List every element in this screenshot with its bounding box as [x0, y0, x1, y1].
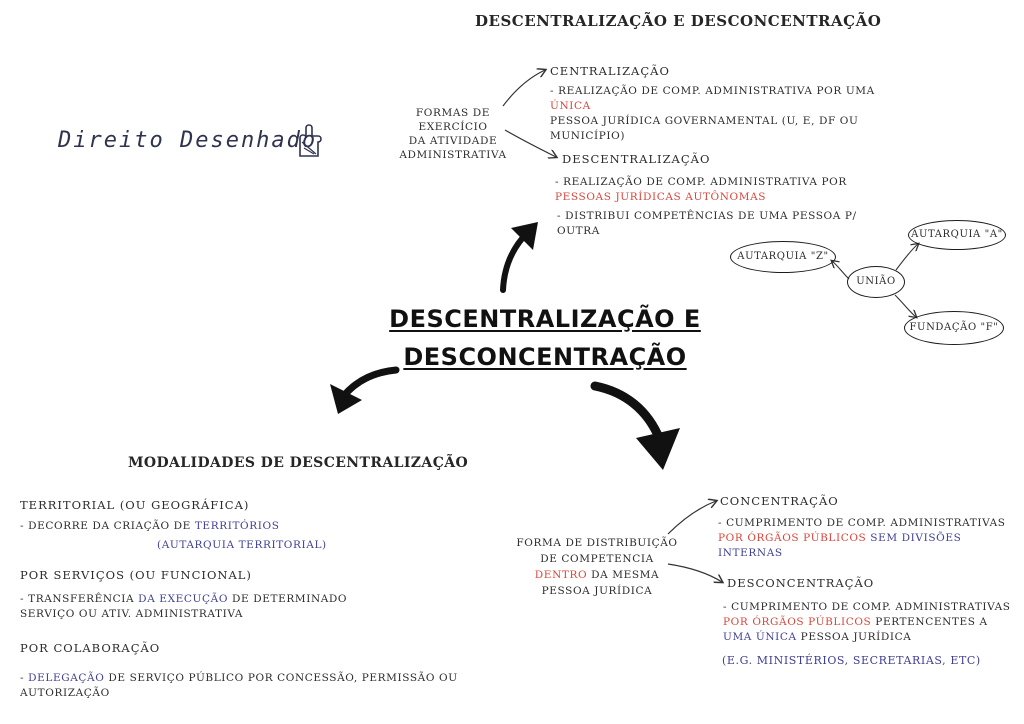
forma-dist-line1: FORMA DE DISTRIBUIÇÃO — [516, 537, 678, 549]
pencil-hand-icon — [292, 122, 326, 166]
centralizacao-highlight: ÚNICA — [550, 100, 591, 112]
concentracao-highlight: POR ÓRGÃOS PÚBLICOS — [718, 532, 867, 544]
concentracao-desc: - CUMPRIMENTO DE COMP. ADMINISTRATIVAS P… — [718, 516, 1018, 561]
big-arrow-up — [500, 222, 538, 293]
desconcentracao-highlight2: UMA ÚNICA — [723, 631, 797, 643]
forma-dist-line3-text: DA MESMA — [587, 569, 660, 581]
desconcentracao-highlight: POR ÓRGÃOS PÚBLICOS — [723, 616, 872, 628]
colaboracao-desc-text: - — [20, 672, 29, 684]
uniao-to-a — [895, 244, 918, 271]
forma-dist-line2: DE COMPETENCIA — [540, 553, 654, 565]
node-uniao: UNIÃO — [847, 266, 905, 298]
brand-logo-text: Direito Desenhado — [58, 128, 318, 153]
concentracao-desc-text2: SEM DIVISÕES INTERNAS — [718, 532, 962, 559]
big-arrow-left — [330, 366, 400, 414]
territorial-highlight: TERRITÓRIOS — [194, 520, 280, 532]
colaboracao-desc: - DELEGAÇÃO DE SERVIÇO PÚBLICO POR CONCE… — [20, 671, 460, 701]
colaboracao-highlight: DELEGAÇÃO — [28, 672, 105, 684]
desconcentracao-desc-text: - CUMPRIMENTO DE COMP. ADMINISTRATIVAS — [723, 601, 1011, 613]
descentralizacao-desc2: - DISTRIBUI COMPETÊNCIAS DE UMA PESSOA P… — [557, 210, 857, 237]
forma-distribuicao-label: FORMA DE DISTRIBUIÇÃO DE COMPETENCIA DEN… — [512, 535, 682, 599]
territorial-note: (AUTARQUIA TERRITORIAL) — [157, 539, 327, 551]
arrow-to-desconcentracao — [667, 563, 722, 582]
node-fundacao-f: FUNDAÇÃO "F" — [904, 311, 1004, 345]
centralizacao-desc: - REALIZAÇÃO DE COMP. ADMINISTRATIVA POR… — [550, 84, 890, 144]
desconcentracao-desc-text3: PESSOA JURÍDICA — [796, 631, 912, 643]
concentracao-desc-text: - CUMPRIMENTO DE COMP. ADMINISTRATIVAS — [718, 517, 1006, 529]
servicos-title: POR SERVIÇOS (OU FUNCIONAL) — [20, 568, 252, 582]
territorial-desc: - DECORRE DA CRIAÇÃO DE TERRITÓRIOS — [20, 519, 320, 534]
concentracao-title: CONCENTRAÇÃO — [720, 494, 839, 508]
forma-dist-line3: DENTRO DA MESMA — [512, 567, 682, 583]
servicos-desc-text2: DE DETERMINADO SERVIÇO OU ATIV. ADMINIST… — [20, 593, 348, 620]
colaboracao-title: POR COLABORAÇÃO — [20, 641, 161, 655]
central-title-line1: DESCENTRALIZAÇÃO E — [389, 305, 701, 333]
central-title: DESCENTRALIZAÇÃO E DESCONCENTRAÇÃO — [380, 300, 710, 376]
descentralizacao-highlight: PESSOAS JURÍDICAS AUTÔNOMAS — [555, 191, 767, 203]
arrow-to-concentracao — [667, 501, 716, 535]
desconcentracao-note: (E.G. MINISTÉRIOS, SECRETARIAS, ETC) — [722, 654, 981, 667]
page-title: DESCENTRALIZAÇÃO E DESCONCENTRAÇÃO — [475, 12, 882, 30]
formas-exercicio-label: FORMAS DE EXERCÍCIO DA ATIVIDADE ADMINIS… — [388, 106, 518, 162]
forma-dist-line4: PESSOA JURÍDICA — [541, 585, 653, 597]
centralizacao-desc-text2: PESSOA JURÍDICA GOVERNAMENTAL (U, E, DF … — [550, 115, 859, 142]
descentralizacao-desc1: - REALIZAÇÃO DE COMP. ADMINISTRATIVA POR… — [555, 175, 875, 205]
modalidades-title: MODALIDADES DE DESCENTRALIZAÇÃO — [128, 455, 469, 471]
uniao-to-z — [832, 261, 850, 280]
arrow-to-descentralizacao — [504, 129, 556, 157]
servicos-desc: - TRANSFERÊNCIA DA EXECUÇÃO DE DETERMINA… — [20, 592, 380, 622]
node-autarquia-z: AUTARQUIA "Z" — [730, 241, 836, 273]
desconcentracao-title: DESCONCENTRAÇÃO — [727, 576, 875, 590]
formas-line2: DA ATIVIDADE — [408, 135, 498, 147]
node-autarquia-a: AUTARQUIA "A" — [908, 220, 1006, 250]
central-title-line2: DESCONCENTRAÇÃO — [403, 343, 687, 371]
descentralizacao-desc1-text: - REALIZAÇÃO DE COMP. ADMINISTRATIVA POR — [555, 176, 847, 188]
big-arrow-right — [590, 381, 680, 470]
territorial-title: TERRITORIAL (OU GEOGRÁFICA) — [20, 498, 250, 512]
desconcentracao-desc: - CUMPRIMENTO DE COMP. ADMINISTRATIVAS P… — [723, 600, 1013, 645]
centralizacao-desc-text: - REALIZAÇÃO DE COMP. ADMINISTRATIVA POR… — [550, 85, 875, 97]
descentralizacao-title: DESCENTRALIZAÇÃO — [562, 152, 711, 166]
uniao-to-f — [894, 294, 916, 317]
forma-dist-highlight: DENTRO — [534, 569, 588, 581]
territorial-desc-text: - DECORRE DA CRIAÇÃO DE — [20, 520, 195, 532]
colaboracao-desc-text2: DE SERVIÇO PÚBLICO POR CONCESSÃO, PERMIS… — [20, 672, 458, 699]
formas-line1: FORMAS DE EXERCÍCIO — [415, 107, 491, 133]
servicos-desc-text: - TRANSFERÊNCIA — [20, 593, 139, 605]
formas-line3: ADMINISTRATIVA — [399, 149, 507, 161]
servicos-highlight: DA EXECUÇÃO — [138, 593, 229, 605]
desconcentracao-desc-text2: PERTENCENTES A — [871, 616, 988, 628]
centralizacao-title: CENTRALIZAÇÃO — [550, 64, 670, 78]
arrow-to-centralizacao — [502, 70, 545, 107]
